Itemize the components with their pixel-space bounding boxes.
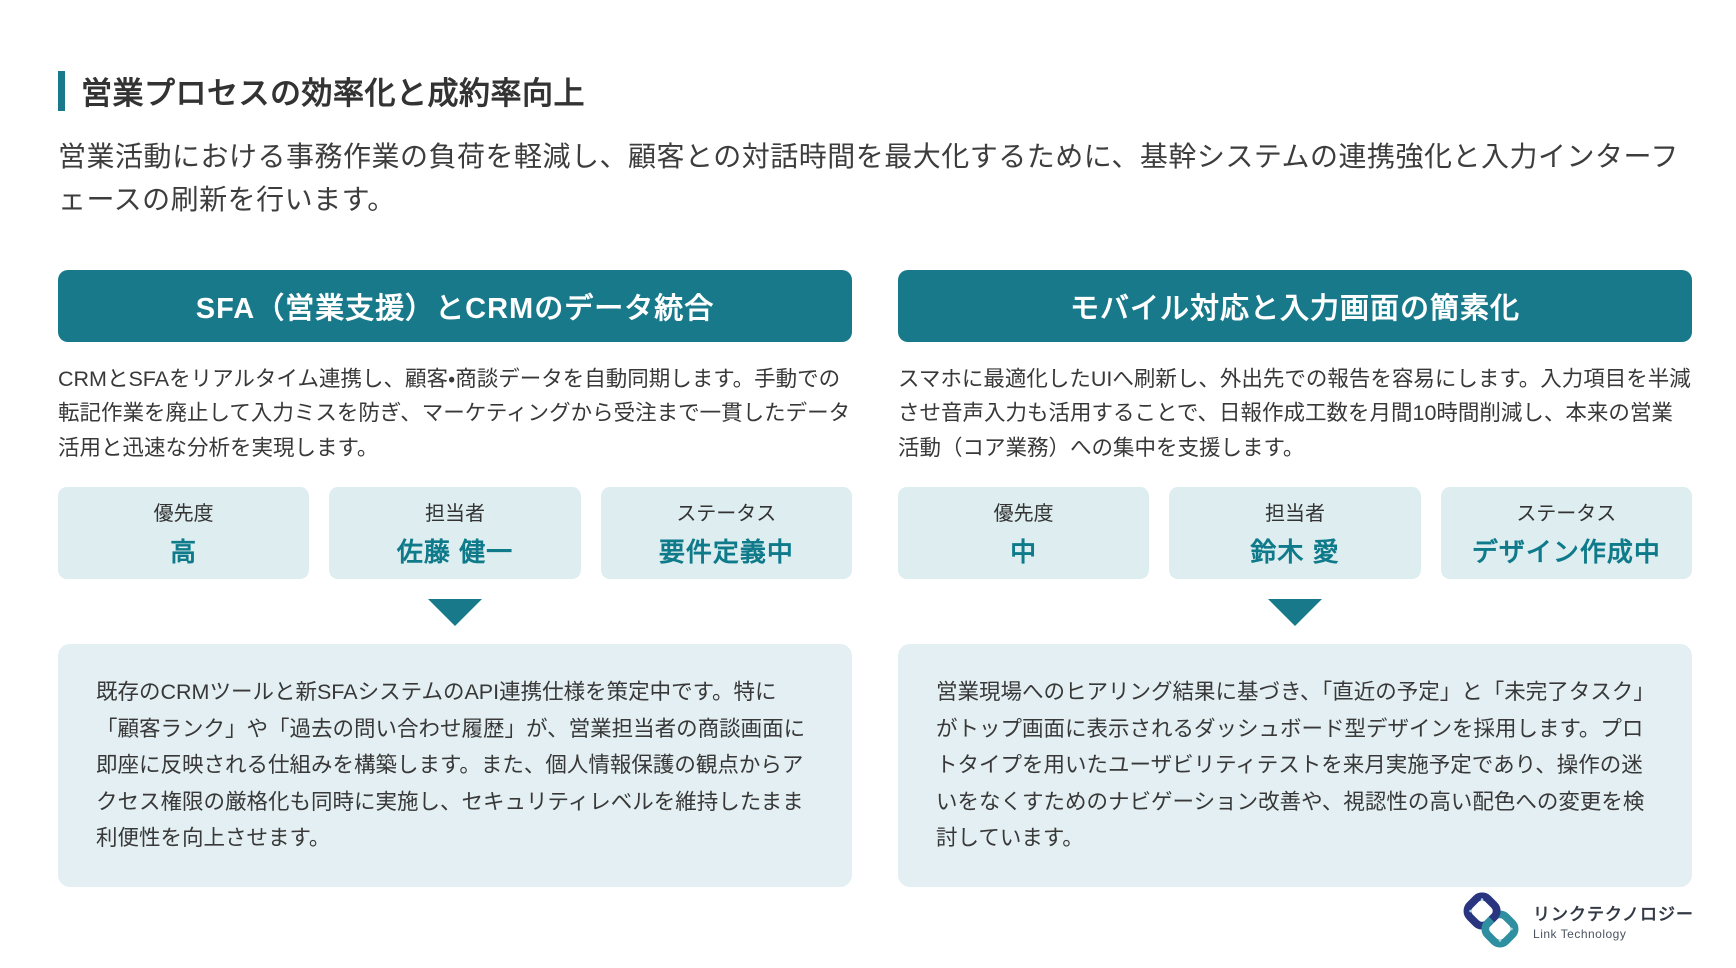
badge-row: 優先度 中 担当者 鈴木 愛 ステータス デザイン作成中 bbox=[898, 486, 1692, 579]
detail-box-sfa-crm: 既存のCRMツールと新SFAシステムのAPI連携仕様を策定中です。特に「顧客ラン… bbox=[58, 643, 852, 887]
card-description-mobile: スマホに最適化したUIへ刷新し、外出先での報告を容易にします。入力項目を半減させ… bbox=[898, 366, 1691, 460]
logo-company-name-en: Link Technology bbox=[1533, 926, 1627, 941]
badge-label: 優先度 bbox=[993, 502, 1054, 525]
triangle-down-icon bbox=[428, 598, 482, 626]
page-title: 営業プロセスの効率化と成約率向上 bbox=[81, 76, 585, 111]
card-header-sfa-crm: SFA（営業支援）とCRMのデータ統合 bbox=[58, 269, 852, 342]
badge-value: 鈴木 愛 bbox=[1250, 536, 1340, 567]
company-logo: リンクテクノロジー Link Technology bbox=[1459, 888, 1694, 952]
card-header-mobile: モバイル対応と入力画面の簡素化 bbox=[898, 269, 1692, 342]
project-columns: SFA（営業支援）とCRMのデータ統合 CRMとSFAをリアルタイム連携し、顧客… bbox=[58, 269, 1692, 887]
status-badge: ステータス 要件定義中 bbox=[600, 486, 852, 579]
badge-label: ステータス bbox=[676, 502, 777, 525]
page-title-block: 営業プロセスの効率化と成約率向上 bbox=[58, 68, 1692, 113]
card-description-sfa-crm: CRMとSFAをリアルタイム連携し、顧客・商談データを自動同期します。手動での転… bbox=[58, 366, 851, 460]
owner-badge: 担当者 鈴木 愛 bbox=[1169, 486, 1421, 579]
logo-company-name-ja: リンクテクノロジー bbox=[1533, 904, 1694, 924]
detail-text: 営業現場へのヒアリング結果に基づき、「直近の予定」と「未完了タスク」がトップ画面… bbox=[936, 679, 1645, 851]
intro-paragraph: 営業活動における事務作業の負荷を軽減し、顧客との対話時間を最大化するために、基幹… bbox=[58, 141, 1679, 216]
priority-badge: 優先度 高 bbox=[58, 486, 310, 579]
badge-value: 要件定義中 bbox=[658, 536, 794, 567]
project-card-sfa-crm: SFA（営業支援）とCRMのデータ統合 CRMとSFAをリアルタイム連携し、顧客… bbox=[58, 269, 852, 887]
badge-value: 高 bbox=[170, 536, 198, 567]
badge-label: ステータス bbox=[1516, 502, 1617, 525]
title-accent-bar bbox=[58, 70, 65, 111]
status-badge: ステータス デザイン作成中 bbox=[1440, 486, 1692, 579]
badge-value: 佐藤 健一 bbox=[396, 536, 514, 567]
badge-label: 担当者 bbox=[424, 502, 485, 525]
badge-label: 優先度 bbox=[153, 502, 214, 525]
badge-row: 優先度 高 担当者 佐藤 健一 ステータス 要件定義中 bbox=[58, 486, 852, 579]
project-card-mobile: モバイル対応と入力画面の簡素化 スマホに最適化したUIへ刷新し、外出先での報告を… bbox=[898, 269, 1692, 887]
knot-logo-icon bbox=[1463, 892, 1519, 948]
logo-text: リンクテクノロジー Link Technology bbox=[1533, 900, 1694, 941]
badge-label: 担当者 bbox=[1264, 502, 1325, 525]
triangle-down-icon bbox=[1268, 598, 1322, 626]
owner-badge: 担当者 佐藤 健一 bbox=[329, 486, 581, 579]
badge-value: 中 bbox=[1010, 536, 1038, 567]
detail-box-mobile: 営業現場へのヒアリング結果に基づき、「直近の予定」と「未完了タスク」がトップ画面… bbox=[898, 643, 1692, 887]
badge-value: デザイン作成中 bbox=[1471, 536, 1661, 567]
detail-text: 既存のCRMツールと新SFAシステムのAPI連携仕様を策定中です。特に「顧客ラン… bbox=[96, 679, 806, 851]
priority-badge: 優先度 中 bbox=[898, 486, 1150, 579]
